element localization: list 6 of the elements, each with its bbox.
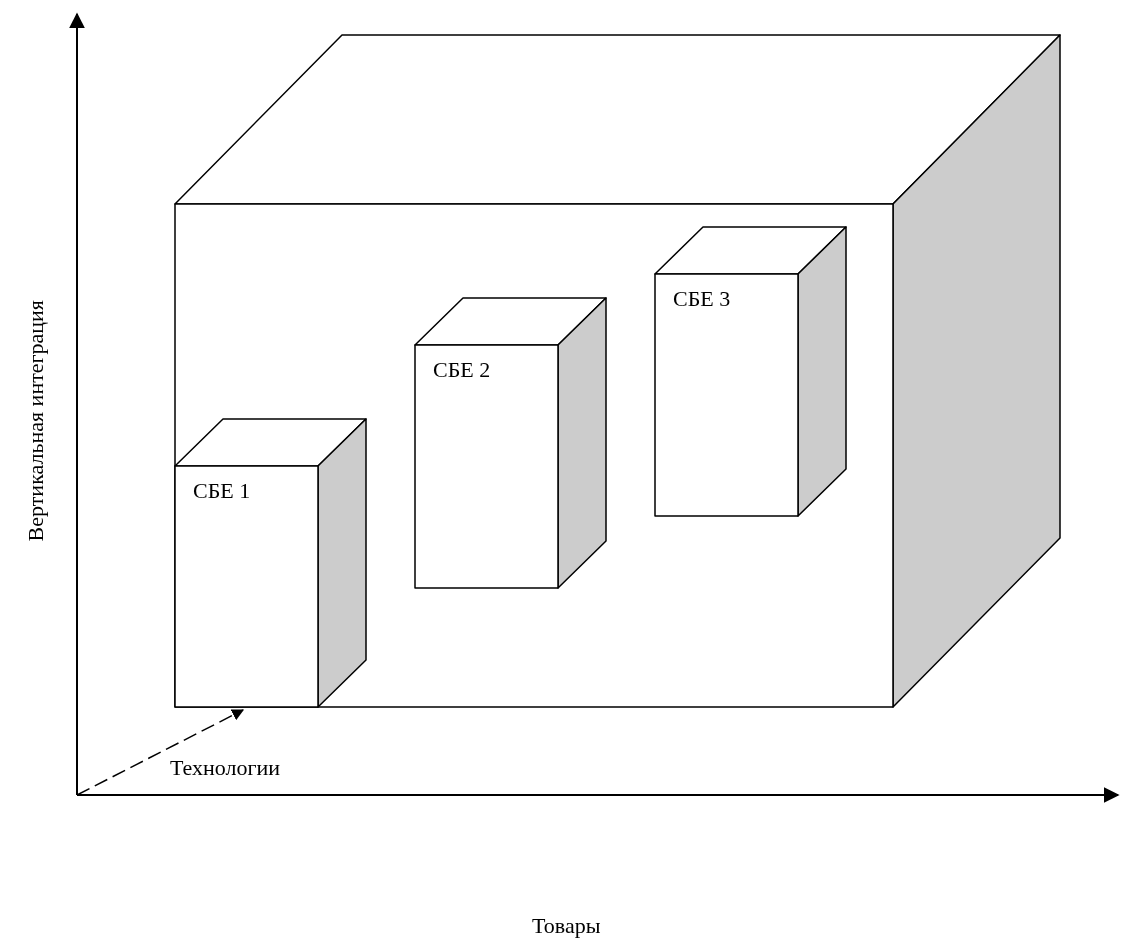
cube-label: СБЕ 1 [193, 480, 251, 502]
cube-label: СБЕ 2 [433, 359, 491, 381]
axis-label: Вертикальная интеграция [25, 299, 47, 541]
axis-label: Товары [532, 915, 601, 937]
cube-label: СБЕ 3 [673, 288, 731, 310]
axis-label: Технологии [170, 757, 281, 779]
